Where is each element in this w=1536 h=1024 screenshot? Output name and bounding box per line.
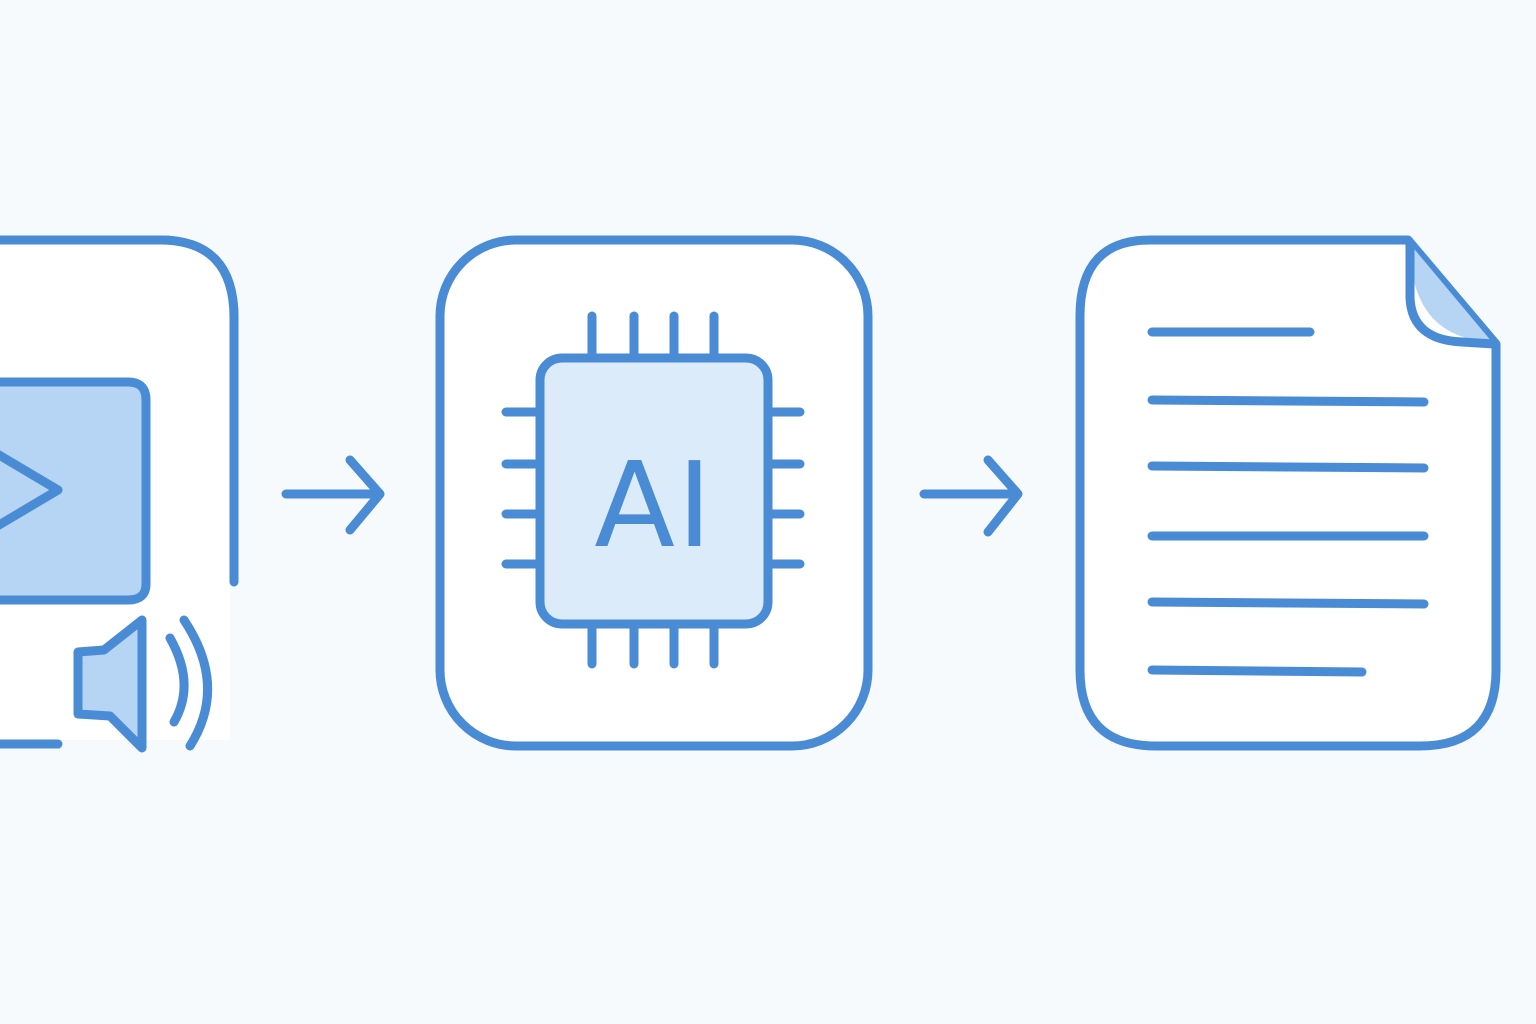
text-line xyxy=(1147,597,1429,609)
chip-body xyxy=(540,358,768,624)
sound-wave-small xyxy=(165,633,189,727)
chip-pins-left xyxy=(501,407,545,569)
page-corner-fold xyxy=(1410,244,1492,342)
chip-body-outline xyxy=(535,353,773,629)
text-line xyxy=(1147,665,1367,677)
sound-wave-large xyxy=(179,615,212,751)
text-document-icon xyxy=(1075,235,1501,751)
text-line xyxy=(1147,461,1429,473)
page-corner-fold-outline xyxy=(1405,239,1499,349)
chip-pins-right xyxy=(763,407,805,569)
video-audio-media-icon xyxy=(0,235,239,753)
arrow-right-icon xyxy=(919,455,1023,537)
video-screen xyxy=(0,382,146,600)
arrow-1-head xyxy=(345,455,385,535)
text-line xyxy=(1147,395,1429,407)
document-card xyxy=(1075,235,1501,751)
chip-pins-bottom xyxy=(587,621,719,669)
arrow-right-icon xyxy=(281,455,385,535)
speaker-outline xyxy=(73,615,147,753)
speaker-icon xyxy=(73,615,212,753)
arrow-2-head xyxy=(983,455,1023,537)
ai-chip-icon: AI xyxy=(435,235,873,751)
play-icon xyxy=(0,450,63,530)
video-screen-outline xyxy=(0,377,151,605)
media-card-outline xyxy=(0,235,239,587)
chip-pins-top xyxy=(587,311,719,361)
document-text-lines xyxy=(1147,327,1429,677)
video-screen-icon xyxy=(0,377,151,605)
chip-label: AI xyxy=(594,436,714,574)
